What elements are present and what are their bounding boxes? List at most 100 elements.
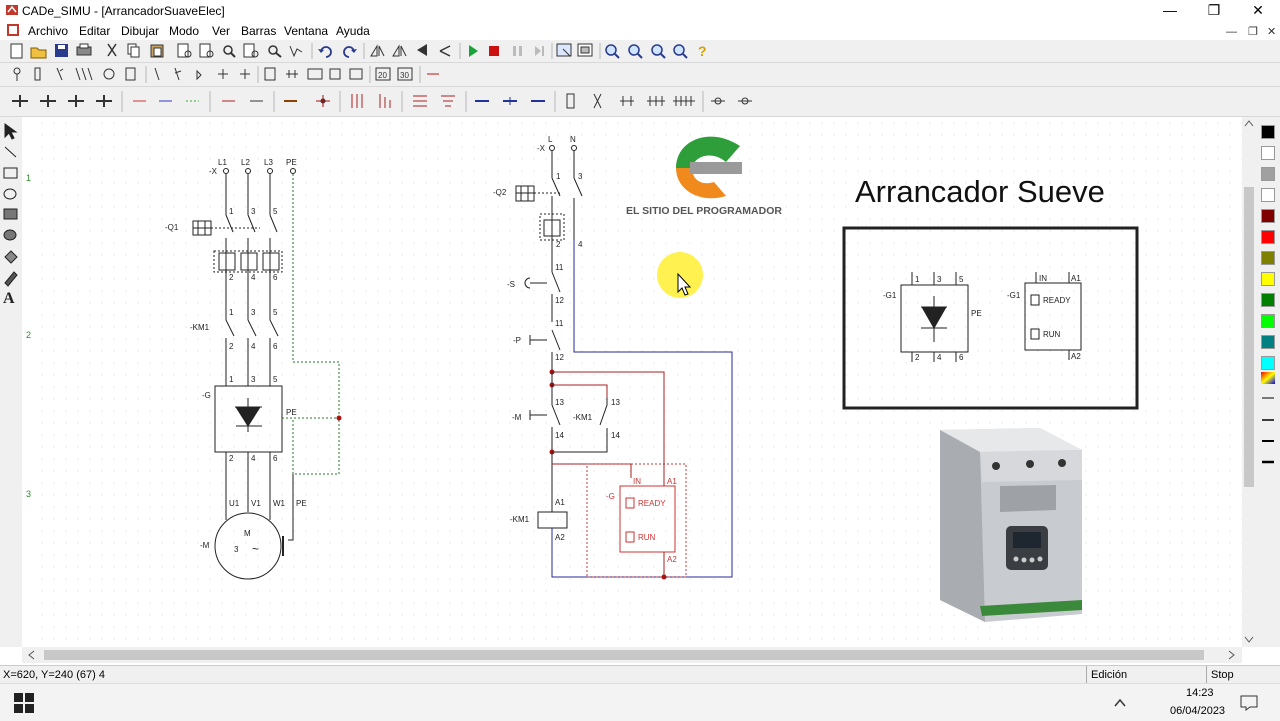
terminal-strip2-icon[interactable] bbox=[738, 97, 752, 105]
redo-icon[interactable] bbox=[343, 46, 357, 58]
color-swatch-olive[interactable] bbox=[1261, 251, 1275, 265]
multi-connector3-icon[interactable] bbox=[673, 96, 695, 106]
zoom-page-icon[interactable] bbox=[199, 43, 214, 58]
scroll-up-icon[interactable] bbox=[1244, 120, 1254, 127]
bus-4-icon[interactable] bbox=[379, 94, 391, 108]
mdi-restore-icon[interactable]: ❐ bbox=[1248, 26, 1258, 38]
filled-rect-tool-icon[interactable] bbox=[3, 208, 18, 220]
lamp-icon[interactable] bbox=[307, 68, 323, 80]
variable-30-icon[interactable]: 30 bbox=[397, 67, 413, 81]
pause-icon[interactable] bbox=[513, 46, 522, 56]
copy-icon[interactable] bbox=[127, 43, 140, 58]
rotate-left-icon[interactable] bbox=[417, 44, 427, 56]
play-icon[interactable] bbox=[469, 45, 478, 57]
find-next-icon[interactable] bbox=[243, 43, 259, 58]
thermal-icon[interactable] bbox=[75, 67, 93, 81]
node-icon[interactable] bbox=[316, 95, 330, 107]
filled-ellipse-tool-icon[interactable] bbox=[3, 229, 17, 241]
print-preview-icon[interactable] bbox=[177, 43, 192, 58]
contact-no-icon[interactable] bbox=[154, 67, 160, 81]
zoom-window-icon[interactable] bbox=[673, 44, 688, 59]
rotate-icon[interactable] bbox=[439, 45, 451, 57]
color-swatch-white[interactable] bbox=[1261, 146, 1275, 160]
multi-window-icon[interactable] bbox=[577, 43, 593, 57]
select-icon[interactable] bbox=[268, 45, 282, 58]
color-swatch-teal[interactable] bbox=[1261, 335, 1275, 349]
flip-icon[interactable] bbox=[392, 44, 407, 57]
menu-modo[interactable]: Modo bbox=[169, 24, 200, 38]
timer-icon[interactable] bbox=[286, 70, 298, 78]
color-swatch-red[interactable] bbox=[1261, 230, 1275, 244]
color-swatch-black[interactable] bbox=[1261, 125, 1275, 139]
scroll-down-icon[interactable] bbox=[1244, 636, 1254, 643]
cross-icon[interactable] bbox=[593, 93, 602, 109]
windows-start-icon[interactable] bbox=[14, 693, 34, 713]
zoom-fit-icon[interactable] bbox=[651, 44, 666, 59]
paste-icon[interactable] bbox=[150, 44, 164, 58]
menu-editar[interactable]: Editar bbox=[79, 24, 111, 38]
menu-archivo[interactable]: Archivo bbox=[28, 24, 69, 38]
sensor-icon[interactable] bbox=[349, 68, 363, 80]
color-swatch-maroon[interactable] bbox=[1261, 209, 1275, 223]
relay-icon[interactable] bbox=[125, 67, 136, 81]
mdi-close-icon[interactable]: ✕ bbox=[1267, 26, 1277, 38]
minimize-button[interactable]: — bbox=[1163, 2, 1177, 18]
vertical-scrollbar[interactable] bbox=[1242, 117, 1256, 647]
menu-dibujar[interactable]: Dibujar bbox=[121, 24, 160, 38]
mirror-icon[interactable] bbox=[370, 44, 385, 57]
junction-2-icon[interactable] bbox=[40, 95, 56, 107]
ellipse-tool-icon[interactable] bbox=[3, 188, 17, 200]
color-swatch-green[interactable] bbox=[1261, 293, 1275, 307]
zoom-out-icon[interactable] bbox=[628, 44, 643, 59]
menu-ver[interactable]: Ver bbox=[212, 24, 231, 38]
vertical-scroll-thumb[interactable] bbox=[1244, 187, 1254, 487]
undo-icon[interactable] bbox=[318, 46, 332, 58]
terminal-strip-icon[interactable] bbox=[711, 97, 725, 105]
line-tool-icon[interactable] bbox=[4, 146, 17, 158]
rainbow-swatch-icon[interactable] bbox=[1261, 372, 1275, 384]
print-icon[interactable] bbox=[76, 43, 92, 56]
horizontal-scrollbar[interactable] bbox=[22, 647, 1242, 663]
connector-icon[interactable] bbox=[566, 93, 575, 109]
menu-ayuda[interactable]: Ayuda bbox=[336, 24, 370, 38]
taskbar-date[interactable]: 06/04/2023 bbox=[1170, 705, 1226, 717]
find-icon[interactable] bbox=[223, 45, 236, 58]
help-icon[interactable]: ? bbox=[698, 43, 707, 59]
selector-icon[interactable] bbox=[218, 69, 228, 79]
step-icon[interactable] bbox=[535, 46, 544, 56]
zoom-in-icon[interactable] bbox=[605, 44, 620, 59]
contact-nc-icon[interactable] bbox=[174, 67, 182, 81]
pen-tool-icon[interactable] bbox=[4, 271, 18, 287]
notifications-icon[interactable] bbox=[1240, 695, 1258, 711]
terminal-icon[interactable] bbox=[13, 67, 21, 81]
motor-protector-icon[interactable] bbox=[103, 68, 115, 80]
counter-icon[interactable] bbox=[329, 68, 341, 80]
open-icon[interactable] bbox=[30, 47, 47, 59]
fill-tool-icon[interactable] bbox=[4, 250, 18, 264]
text-tool-icon[interactable]: A bbox=[3, 290, 15, 307]
color-swatch-cyan[interactable] bbox=[1261, 356, 1275, 370]
menu-barras[interactable]: Barras bbox=[241, 24, 277, 38]
bus-3-icon[interactable] bbox=[351, 94, 363, 108]
bus-h2-icon[interactable] bbox=[441, 95, 455, 107]
stop-icon[interactable] bbox=[489, 46, 499, 56]
breaker-icon[interactable] bbox=[56, 67, 64, 81]
junction-1-icon[interactable] bbox=[12, 95, 28, 107]
limit-switch-icon[interactable] bbox=[240, 69, 250, 79]
save-icon[interactable] bbox=[55, 44, 68, 57]
bus-h-icon[interactable] bbox=[413, 95, 427, 107]
cut-icon[interactable] bbox=[107, 43, 117, 57]
wire-navy2-icon[interactable] bbox=[503, 97, 517, 105]
menu-ventana[interactable]: Ventana bbox=[284, 24, 329, 38]
other-icon[interactable] bbox=[289, 45, 303, 58]
horizontal-scroll-thumb[interactable] bbox=[44, 650, 1204, 660]
scroll-left-icon[interactable] bbox=[28, 650, 35, 660]
maximize-button[interactable]: ❐ bbox=[1207, 2, 1221, 18]
variable-20-icon[interactable]: 20 bbox=[375, 67, 391, 81]
coil-icon[interactable] bbox=[264, 67, 276, 81]
new-icon[interactable] bbox=[10, 43, 23, 59]
mdi-minimize-icon[interactable]: — bbox=[1226, 26, 1237, 38]
color-swatch-lime[interactable] bbox=[1261, 314, 1275, 328]
close-button[interactable]: ✕ bbox=[1252, 2, 1264, 18]
multi-connector-icon[interactable] bbox=[620, 96, 634, 106]
